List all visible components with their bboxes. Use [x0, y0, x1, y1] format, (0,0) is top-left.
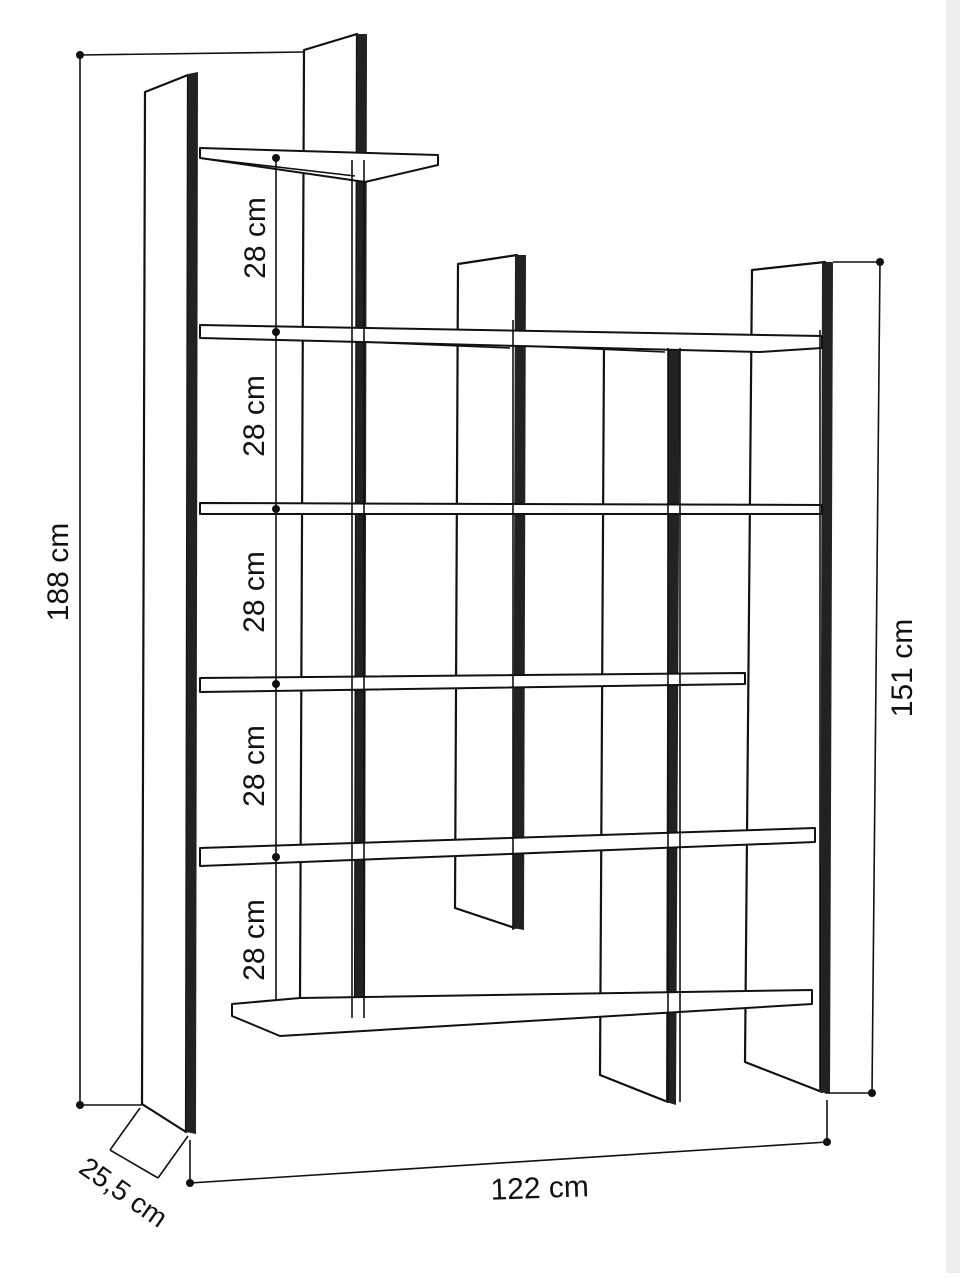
panel-left-edge [186, 72, 198, 1134]
label-spacing-2: 28 cm [238, 375, 271, 457]
shelf-bottom [231, 989, 813, 1037]
dimension-total-height: 188 cm [42, 51, 305, 1109]
panel-right-edge [820, 262, 833, 1094]
dimension-right-height: 151 cm [825, 258, 919, 1097]
panel-left [140, 73, 190, 1134]
shelf-top [199, 147, 439, 183]
label-spacing-4: 28 cm [238, 725, 271, 807]
shelf-row-3 [199, 672, 746, 693]
panel-middle-edge [513, 255, 526, 930]
panel-right [743, 260, 827, 1094]
label-depth: 25,5 cm [74, 1151, 173, 1234]
label-spacing-5: 28 cm [238, 899, 271, 981]
panel-middle-right [598, 340, 674, 1104]
label-width: 122 cm [490, 1170, 589, 1206]
label-spacing-1: 28 cm [239, 197, 272, 279]
shelf-row-2 [199, 502, 823, 515]
label-total-height: 188 cm [42, 523, 75, 621]
dimension-shelf-spacing: 28 cm 28 cm 28 cm 28 cm 28 cm [238, 154, 280, 1000]
shelf-row-4 [199, 827, 816, 867]
panel-middle [453, 253, 519, 930]
label-right-height: 151 cm [886, 619, 919, 717]
panel-middle-right-edge [666, 342, 680, 1105]
shelf-row-1 [199, 324, 823, 353]
label-spacing-3: 28 cm [238, 551, 271, 633]
right-edge-strip [946, 0, 960, 1273]
dimension-width: 122 cm [186, 1100, 831, 1207]
dimension-depth: 25,5 cm [74, 1107, 189, 1234]
panel-second-left [298, 32, 359, 1020]
